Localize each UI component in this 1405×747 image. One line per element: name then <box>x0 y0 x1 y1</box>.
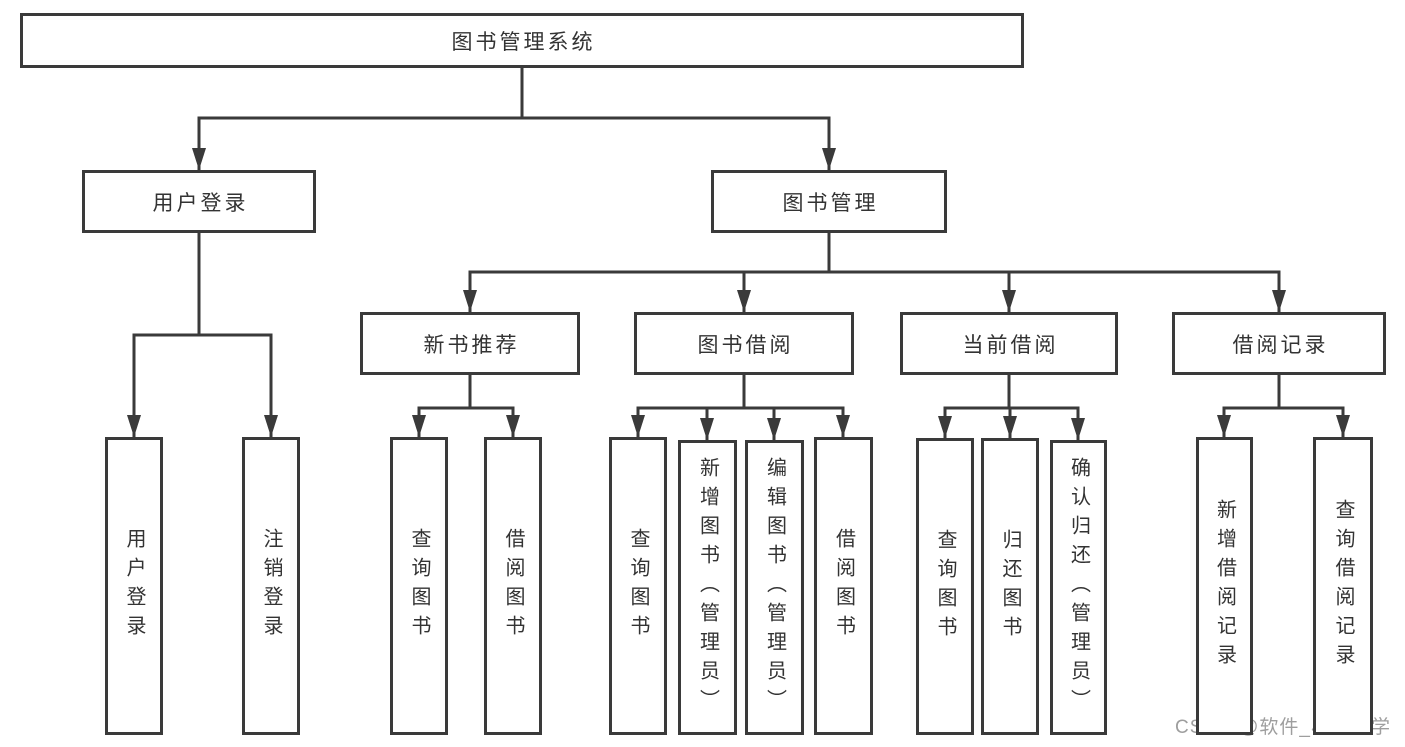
node-root: 图书管理系统 <box>20 13 1024 68</box>
node-leaf-borrow-books-2: 借阅图书 <box>814 437 873 735</box>
node-leaf-return-book: 归还图书 <box>981 438 1039 735</box>
node-book-management: 图书管理 <box>711 170 947 233</box>
node-label-leaf-return-book: 归还图书 <box>999 528 1021 645</box>
node-leaf-edit-book: 编辑图书（管理员） <box>745 440 804 735</box>
node-label-root: 图书管理系统 <box>451 30 596 54</box>
node-borrowing-records: 借阅记录 <box>1172 312 1386 375</box>
node-label-leaf-add-record: 新增借阅记录 <box>1213 499 1236 673</box>
node-user-login: 用户登录 <box>82 170 316 233</box>
node-book-borrowing: 图书借阅 <box>634 312 854 375</box>
node-label-current-borrowing: 当前借阅 <box>962 333 1059 357</box>
node-leaf-add-record: 新增借阅记录 <box>1196 437 1253 735</box>
node-leaf-query-books-1: 查询图书 <box>390 437 448 735</box>
node-label-leaf-logout: 注销登录 <box>260 528 282 644</box>
node-label-leaf-confirm-return: 确认归还（管理员） <box>1067 457 1090 718</box>
node-label-leaf-query-books-1: 查询图书 <box>408 528 430 644</box>
node-leaf-confirm-return: 确认归还（管理员） <box>1050 440 1107 735</box>
node-label-book-management: 图书管理 <box>782 191 879 215</box>
node-leaf-query-record: 查询借阅记录 <box>1313 437 1373 735</box>
node-leaf-borrow-books-1: 借阅图书 <box>484 437 542 735</box>
node-label-new-book-recommend: 新书推荐 <box>423 333 520 357</box>
node-label-book-borrowing: 图书借阅 <box>697 333 794 357</box>
node-label-leaf-edit-book: 编辑图书（管理员） <box>763 457 786 718</box>
node-label-leaf-borrow-books-2: 借阅图书 <box>832 528 855 644</box>
connector-lines <box>127 66 1350 442</box>
node-label-leaf-query-record: 查询借阅记录 <box>1332 499 1354 673</box>
node-label-leaf-add-book: 新增图书（管理员） <box>696 457 719 718</box>
node-label-leaf-query-books-3: 查询图书 <box>934 528 956 645</box>
node-leaf-logout: 注销登录 <box>242 437 300 735</box>
node-current-borrowing: 当前借阅 <box>900 312 1118 375</box>
node-new-book-recommend: 新书推荐 <box>360 312 580 375</box>
node-label-leaf-query-books-2: 查询图书 <box>627 528 649 644</box>
node-label-user-login: 用户登录 <box>152 191 249 215</box>
node-label-borrowing-records: 借阅记录 <box>1232 333 1329 357</box>
node-leaf-query-books-2: 查询图书 <box>609 437 667 735</box>
node-leaf-add-book: 新增图书（管理员） <box>678 440 737 735</box>
node-label-leaf-user-login: 用户登录 <box>123 528 145 644</box>
node-leaf-user-login: 用户登录 <box>105 437 163 735</box>
node-label-leaf-borrow-books-1: 借阅图书 <box>502 528 524 644</box>
node-leaf-query-books-3: 查询图书 <box>916 438 974 735</box>
